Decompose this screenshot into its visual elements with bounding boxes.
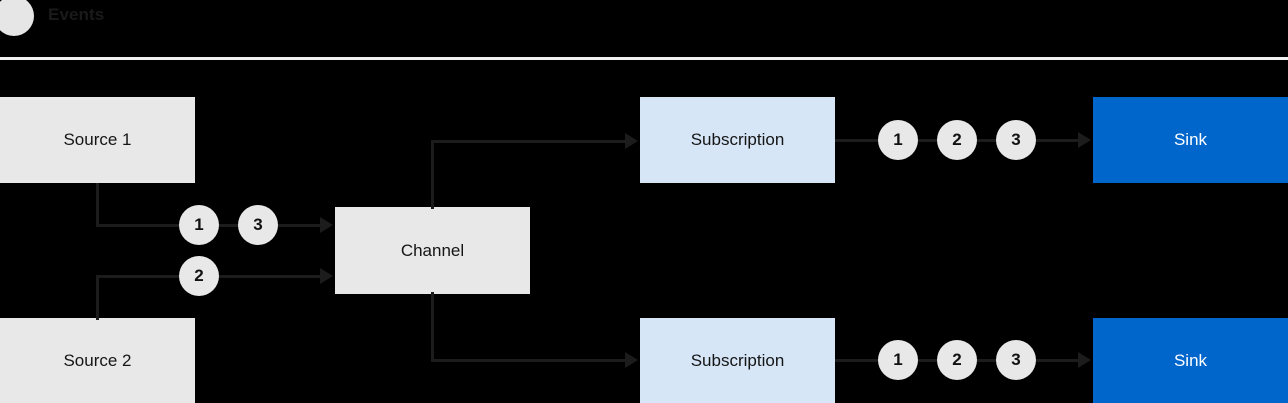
connector-channel-bottom-horizontal bbox=[431, 359, 625, 362]
event-number: 3 bbox=[1011, 350, 1021, 369]
channel-node[interactable]: Channel bbox=[335, 207, 530, 294]
header-divider bbox=[0, 57, 1288, 60]
event-marker: 2 bbox=[937, 120, 977, 160]
sink-bottom-node[interactable]: Sink bbox=[1093, 318, 1288, 403]
event-number: 2 bbox=[952, 350, 962, 369]
connector-source1-vertical bbox=[96, 183, 99, 227]
event-marker: 2 bbox=[937, 340, 977, 380]
subscription-top-label: Subscription bbox=[690, 130, 785, 149]
sink-top-node[interactable]: Sink bbox=[1093, 97, 1288, 183]
event-marker: 3 bbox=[996, 340, 1036, 380]
source-2-label: Source 2 bbox=[63, 350, 132, 370]
connector-channel-top-horizontal bbox=[431, 140, 625, 143]
legend: Events bbox=[0, 0, 300, 36]
event-number: 1 bbox=[893, 130, 903, 149]
event-marker: 3 bbox=[996, 120, 1036, 160]
event-marker: 1 bbox=[878, 340, 918, 380]
channel-label: Channel bbox=[400, 240, 465, 260]
source-1-node[interactable]: Source 1 bbox=[0, 97, 195, 183]
sink-bottom-label: Sink bbox=[1173, 350, 1208, 370]
subscription-top-node[interactable]: Subscription bbox=[640, 97, 835, 183]
event-number: 2 bbox=[194, 266, 204, 285]
event-marker: 1 bbox=[878, 120, 918, 160]
event-number: 3 bbox=[253, 215, 263, 234]
connector-channel-top-vertical bbox=[431, 140, 434, 209]
arrowhead-subscription-bottom-to-sink bbox=[1078, 352, 1091, 368]
event-number: 1 bbox=[194, 215, 204, 234]
connector-channel-bottom-vertical bbox=[431, 292, 434, 362]
event-marker: 2 bbox=[179, 256, 219, 296]
arrowhead-source2-to-channel bbox=[320, 268, 333, 284]
arrowhead-channel-to-subscription-top bbox=[625, 133, 638, 149]
arrowhead-subscription-top-to-sink bbox=[1078, 132, 1091, 148]
event-marker: 1 bbox=[179, 205, 219, 245]
event-number: 2 bbox=[952, 130, 962, 149]
arrowhead-channel-to-subscription-bottom bbox=[625, 352, 638, 368]
event-marker: 3 bbox=[238, 205, 278, 245]
event-number: 3 bbox=[1011, 130, 1021, 149]
subscription-bottom-node[interactable]: Subscription bbox=[640, 318, 835, 403]
arrowhead-source1-to-channel bbox=[320, 217, 333, 233]
source-1-label: Source 1 bbox=[63, 130, 132, 149]
legend-label: Events bbox=[48, 5, 105, 24]
event-circle-icon bbox=[0, 0, 34, 36]
event-number: 1 bbox=[893, 350, 903, 369]
subscription-bottom-label: Subscription bbox=[690, 350, 785, 370]
source-2-node[interactable]: Source 2 bbox=[0, 318, 195, 403]
sink-top-label: Sink bbox=[1173, 130, 1208, 149]
connector-source2-vertical bbox=[96, 275, 99, 320]
